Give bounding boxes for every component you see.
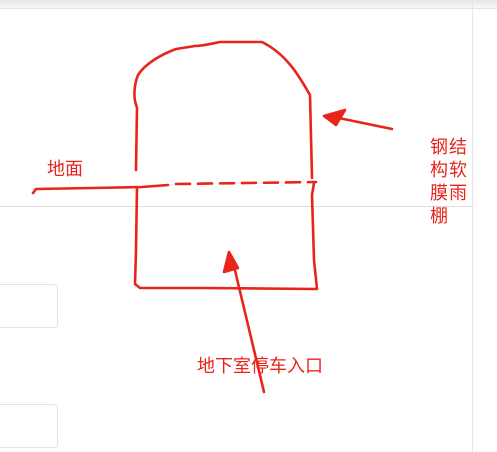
ground-line bbox=[31, 183, 170, 195]
entrance-arrow-shaft bbox=[231, 260, 266, 394]
ground-label: 地面 bbox=[47, 159, 83, 180]
canopy-arrow-head bbox=[322, 108, 347, 127]
ground-dashed-line bbox=[174, 180, 318, 186]
canopy-outline bbox=[133, 40, 314, 180]
canopy-arrow-shaft bbox=[332, 115, 394, 131]
form-input-2[interactable] bbox=[0, 404, 58, 448]
entrance-arrow-head bbox=[222, 250, 240, 274]
parking-entrance-label: 地下室停车入口 bbox=[197, 356, 323, 377]
form-input-1[interactable] bbox=[0, 284, 58, 328]
underground-room-outline bbox=[133, 181, 319, 291]
steel-membrane-canopy-label: 钢结构软膜雨棚 bbox=[430, 137, 468, 227]
section-divider bbox=[0, 206, 472, 207]
right-panel-edge bbox=[472, 0, 473, 452]
top-scrollbar-edge bbox=[0, 0, 497, 9]
